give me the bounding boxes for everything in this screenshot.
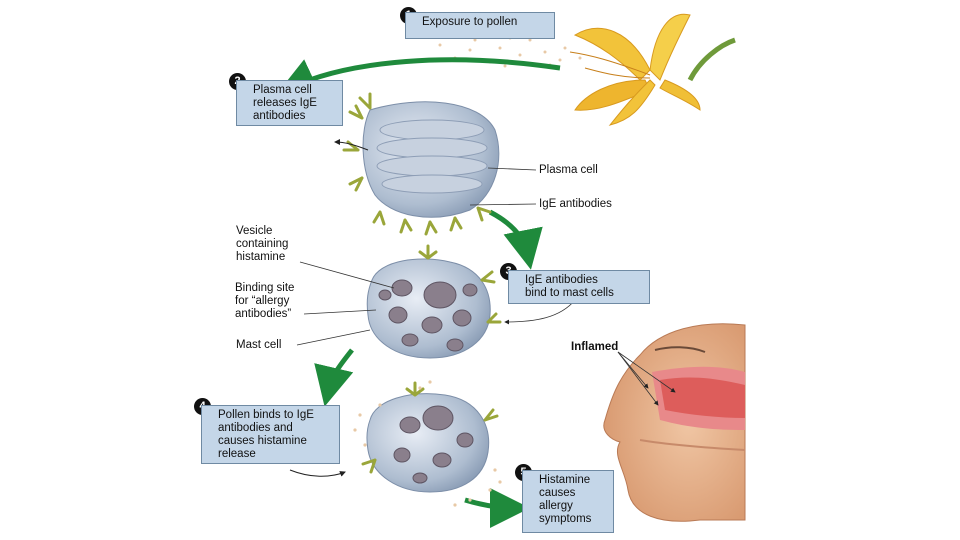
vesicle-label: Vesicle containing histamine <box>236 225 289 263</box>
step-5-box: Histamine causes allergy symptoms <box>522 470 614 533</box>
mast-cell-degranulating-illustration <box>289 380 502 507</box>
step-2-box: Plasma cell releases IgE antibodies <box>236 80 343 126</box>
step-1-box: Exposure to pollen <box>405 12 555 39</box>
arrow-plasma-to-mast <box>488 209 543 270</box>
arrow-to-symptoms <box>464 487 530 528</box>
binding-site-label: Binding site for “allergy antibodies” <box>235 282 295 320</box>
step-3-box: IgE antibodies bind to mast cells <box>508 270 650 304</box>
mast-cell-label: Mast cell <box>236 339 282 351</box>
ige-antibodies-label: IgE antibodies <box>539 198 612 210</box>
arrow-mast-to-pollen <box>314 348 354 407</box>
mast-cell-illustration <box>366 244 502 359</box>
face-illustration <box>603 323 746 522</box>
arrow-flower-to-plasma <box>276 57 561 96</box>
step-4-box: Pollen binds to IgE antibodies and cause… <box>201 405 340 464</box>
lily-flower-illustration <box>569 13 736 126</box>
plasma-cell-illustration <box>334 92 500 236</box>
plasma-cell-label: Plasma cell <box>539 164 598 176</box>
leader-lines <box>296 167 676 406</box>
inflamed-label: Inflamed <box>571 341 619 353</box>
